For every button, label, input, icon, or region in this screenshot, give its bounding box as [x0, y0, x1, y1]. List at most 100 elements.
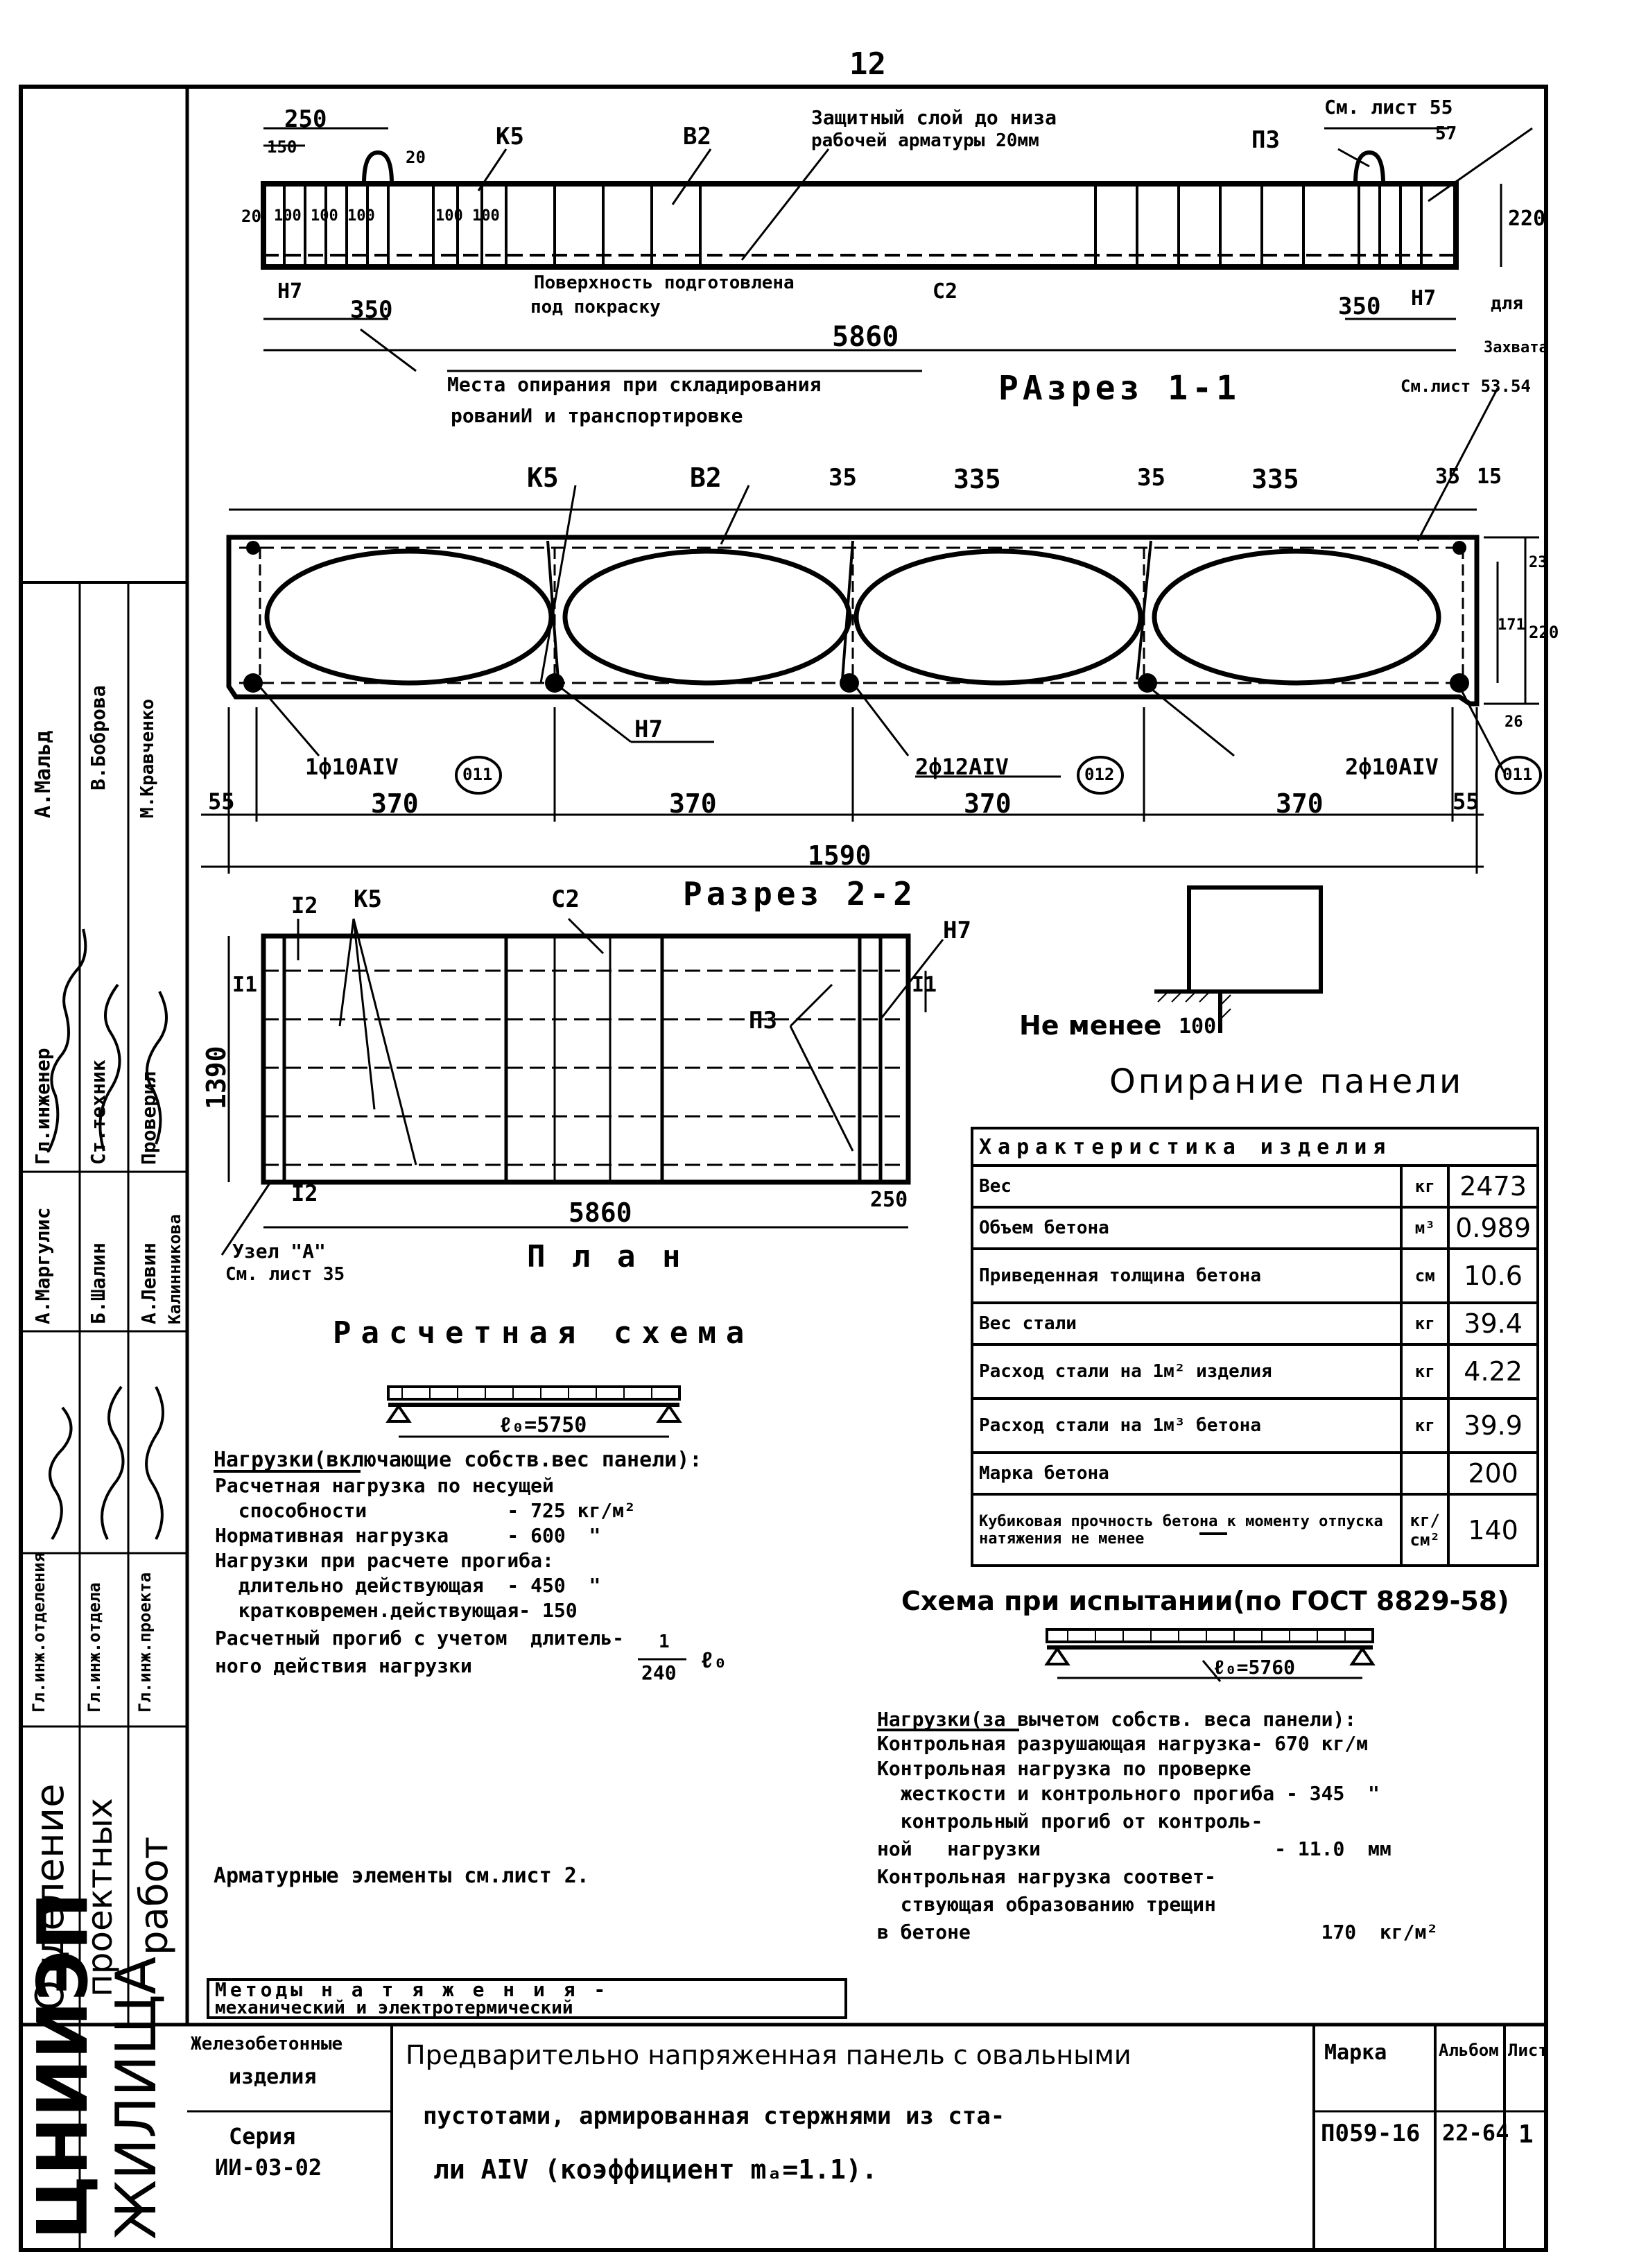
- dim-370-c: 370: [964, 788, 1012, 819]
- not-less-label: Не менее: [1019, 1010, 1162, 1041]
- dim-55-a: 55: [208, 788, 235, 815]
- signatures: [47, 928, 168, 1541]
- surface-note-2: под покраску: [530, 297, 661, 318]
- row-unit: м³: [1400, 1206, 1450, 1250]
- label-n7-left: Н7: [277, 279, 303, 304]
- callout-011-b: 011: [1502, 765, 1533, 784]
- calc-line-2: способности - 725 кг/м²: [215, 1499, 636, 1522]
- row-name: Вес стали: [970, 1301, 1403, 1346]
- row-unit: [1400, 1451, 1450, 1496]
- support-dim: 100: [1179, 1014, 1217, 1039]
- label-s2-s1: С2: [933, 279, 958, 304]
- dim-171: 171: [1498, 616, 1525, 634]
- album-label: Альбом: [1439, 2041, 1499, 2060]
- dept-line-1: Отделение: [28, 1783, 73, 2011]
- row-unit: кг/см²: [1400, 1493, 1450, 1567]
- mark-label: Марка: [1324, 2041, 1387, 2065]
- dim-15: 15: [1477, 465, 1502, 489]
- dim-26: 26: [1505, 713, 1523, 731]
- series-value: ИИ-03-02: [215, 2154, 322, 2181]
- dim-250-plan: 250: [870, 1188, 908, 1212]
- label-v2-s1: В2: [683, 123, 711, 150]
- dim-5860-plan: 5860: [569, 1197, 632, 1228]
- dim-100-mid: 100 100: [435, 207, 500, 225]
- product-name-3: ли АIV (коэффициент mₐ=1.1).: [433, 2154, 878, 2185]
- sheet-label: Лист: [1508, 2041, 1548, 2060]
- dim-55-b: 55: [1453, 788, 1480, 815]
- dim-35-a: 35: [829, 464, 857, 492]
- for-grip-2: Захвата: [1484, 339, 1548, 356]
- test-scheme-title: Схема при испытании(по ГОСТ 8829-58): [901, 1586, 1509, 1616]
- dim-370-a: 370: [371, 788, 419, 819]
- dim-1390: 1390: [201, 1046, 232, 1109]
- test-line-4: контрольный прогиб от контроль-: [877, 1810, 1263, 1833]
- plan-label-p3: П3: [749, 1007, 777, 1035]
- dim-5860-s1: 5860: [832, 321, 899, 353]
- dim-20-top: 20: [406, 148, 426, 167]
- for-grip-1: для: [1491, 293, 1523, 314]
- plan-label-i2-top: I2: [291, 892, 318, 919]
- row-value: 39.9: [1447, 1397, 1539, 1454]
- role-chief-section-eng: Гл.инж.отдела: [85, 1582, 104, 1713]
- test-line-8: в бетоне 170 кг/м²: [877, 1921, 1439, 1944]
- row-value: 0.989: [1447, 1206, 1539, 1250]
- dim-220-s2: 220: [1529, 623, 1559, 642]
- dim-370-b: 370: [669, 788, 717, 819]
- label-v2-s2: В2: [690, 462, 722, 493]
- fraction-bar: [638, 1658, 686, 1661]
- deflection-l0: ℓ₀: [700, 1647, 727, 1673]
- rebar-label-3: 2ф10АIV: [1345, 754, 1439, 780]
- dim-23: 23: [1529, 554, 1547, 571]
- plan-label-n7: Н7: [943, 917, 971, 944]
- label-k5-s1: К5: [496, 123, 524, 150]
- row-value: 140: [1447, 1493, 1539, 1567]
- calc-line-5: длительно действующая - 450 ": [215, 1574, 601, 1597]
- dim-35-b: 35: [1137, 464, 1165, 492]
- support-note-1: Места опирания при складирования: [447, 373, 822, 396]
- calc-line-7: Расчетный прогиб с учетом длитель-: [215, 1627, 625, 1650]
- product-name-1: Предварительно напряженная панель с овал…: [406, 2040, 1132, 2070]
- product-name-2: пустотами, армированная стержнями из ста…: [423, 2102, 1005, 2130]
- calc-line-6: кратковремен.действующая- 150: [215, 1599, 578, 1622]
- row-unit: кг: [1400, 1397, 1450, 1454]
- row-unit: кг: [1400, 1343, 1450, 1400]
- calc-scheme-drawing: [385, 1385, 682, 1438]
- calc-line-4: Нагрузки при расчете прогиба:: [215, 1549, 554, 1572]
- calc-line-3: Нормативная нагрузка - 600 ": [215, 1524, 601, 1547]
- dim-20-left: 20: [241, 207, 261, 226]
- plan-label-i2-bottom: I2: [291, 1180, 318, 1206]
- test-line-3: жесткости и контрольного прогиба - 345 ": [877, 1782, 1380, 1805]
- tension-methods-line-1: Методы н а т я ж е н и я -: [215, 1978, 609, 2001]
- calc-line-1: Расчетная нагрузка по несущей: [215, 1474, 554, 1497]
- dim-35-c: 35: [1435, 465, 1461, 489]
- section-2-2-drawing: [201, 485, 1542, 874]
- row-name: Приведенная толщина бетона: [970, 1247, 1403, 1304]
- surface-note-1: Поверхность подготовлена: [534, 272, 795, 293]
- row-value: 2473: [1447, 1164, 1539, 1209]
- dim-335-a: 335: [953, 464, 1001, 494]
- callout-012: 012: [1084, 765, 1115, 784]
- table-row: Кубиковая прочность бетона к моменту отп…: [970, 1493, 1539, 1567]
- test-scheme-drawing: [1044, 1628, 1376, 1682]
- sheet-frame: [19, 85, 1548, 2252]
- node-a-label: Узел "А": [232, 1240, 326, 1263]
- characteristics-header: Характеристика изделия: [971, 1127, 1539, 1167]
- row-name: Расход стали на 1м³ бетона: [970, 1397, 1403, 1454]
- deflection-num: 1: [659, 1631, 670, 1652]
- plan-title: П л а н: [527, 1239, 685, 1274]
- row-value: 200: [1447, 1451, 1539, 1496]
- row-name: Объем бетона: [970, 1206, 1403, 1250]
- rebar-label-2: 2ф12АIV: [915, 754, 1009, 780]
- row-unit: кг: [1400, 1164, 1450, 1209]
- mark-value: П059-16: [1321, 2120, 1421, 2147]
- see-sheet-top: См. лист 55: [1324, 96, 1453, 119]
- test-line-1: Контрольная разрушающая нагрузка- 670 кг…: [877, 1732, 1369, 1755]
- dept-line-3: работ: [132, 1836, 177, 1955]
- page-number: 12: [849, 46, 886, 82]
- dim-150: 150: [267, 137, 297, 157]
- support-detail-drawing: [1154, 885, 1323, 1033]
